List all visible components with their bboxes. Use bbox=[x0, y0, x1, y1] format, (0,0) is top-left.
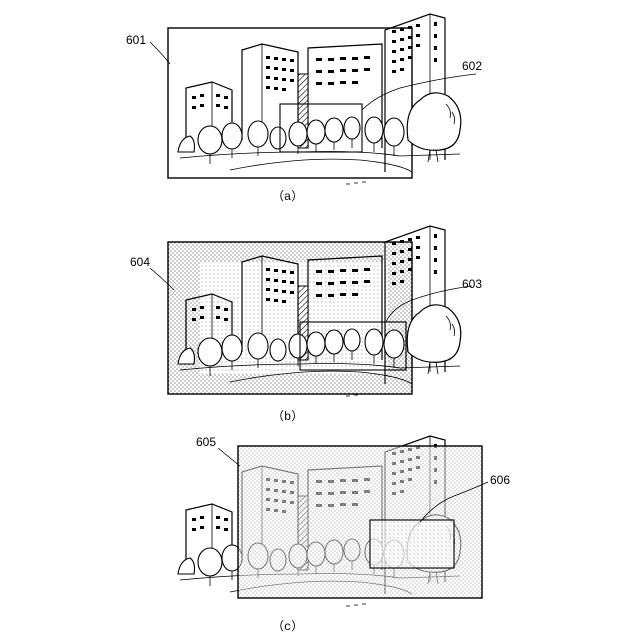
label-602: 602 bbox=[462, 59, 482, 73]
panel-c: 605 606 （c） bbox=[178, 435, 510, 634]
label-601: 601 bbox=[126, 33, 146, 47]
caption-a: （a） bbox=[272, 189, 303, 204]
label-606: 606 bbox=[490, 473, 510, 487]
label-605: 605 bbox=[196, 435, 216, 449]
caption-c: （c） bbox=[272, 619, 303, 634]
region-606 bbox=[370, 520, 454, 568]
label-604: 604 bbox=[130, 255, 150, 269]
panel-b: 604 603 （b） bbox=[130, 226, 482, 424]
caption-b: （b） bbox=[272, 409, 303, 424]
panel-a: 601 602 （a） bbox=[126, 14, 482, 204]
label-603: 603 bbox=[462, 277, 482, 291]
